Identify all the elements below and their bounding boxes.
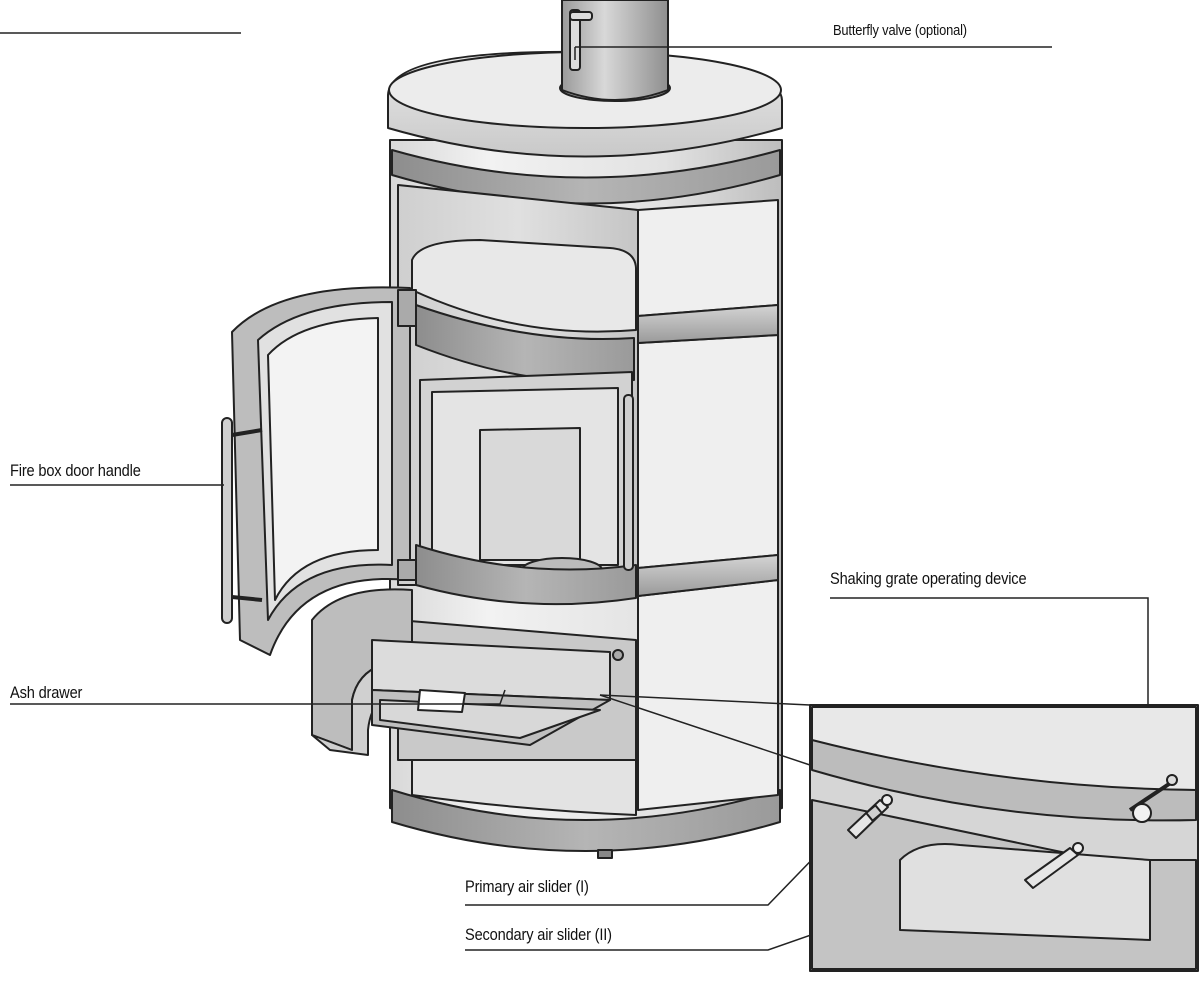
ash-drawer-callout-line [10,689,506,705]
firebox-door [221,286,417,656]
butterfly-valve-label: Butterfly valve (optional) [833,22,967,39]
primary-air-slider-label: Primary air slider (I) [465,877,589,896]
secondary-air-slider-label: Secondary air slider (II) [465,925,612,944]
inset-pointer-line [599,694,811,706]
inset-detail [809,704,1199,972]
shaking-grate-label: Shaking grate operating device [830,569,1027,588]
fire-box-door-handle-label: Fire box door handle [10,461,141,480]
ash-drawer-label: Ash drawer [10,683,83,702]
